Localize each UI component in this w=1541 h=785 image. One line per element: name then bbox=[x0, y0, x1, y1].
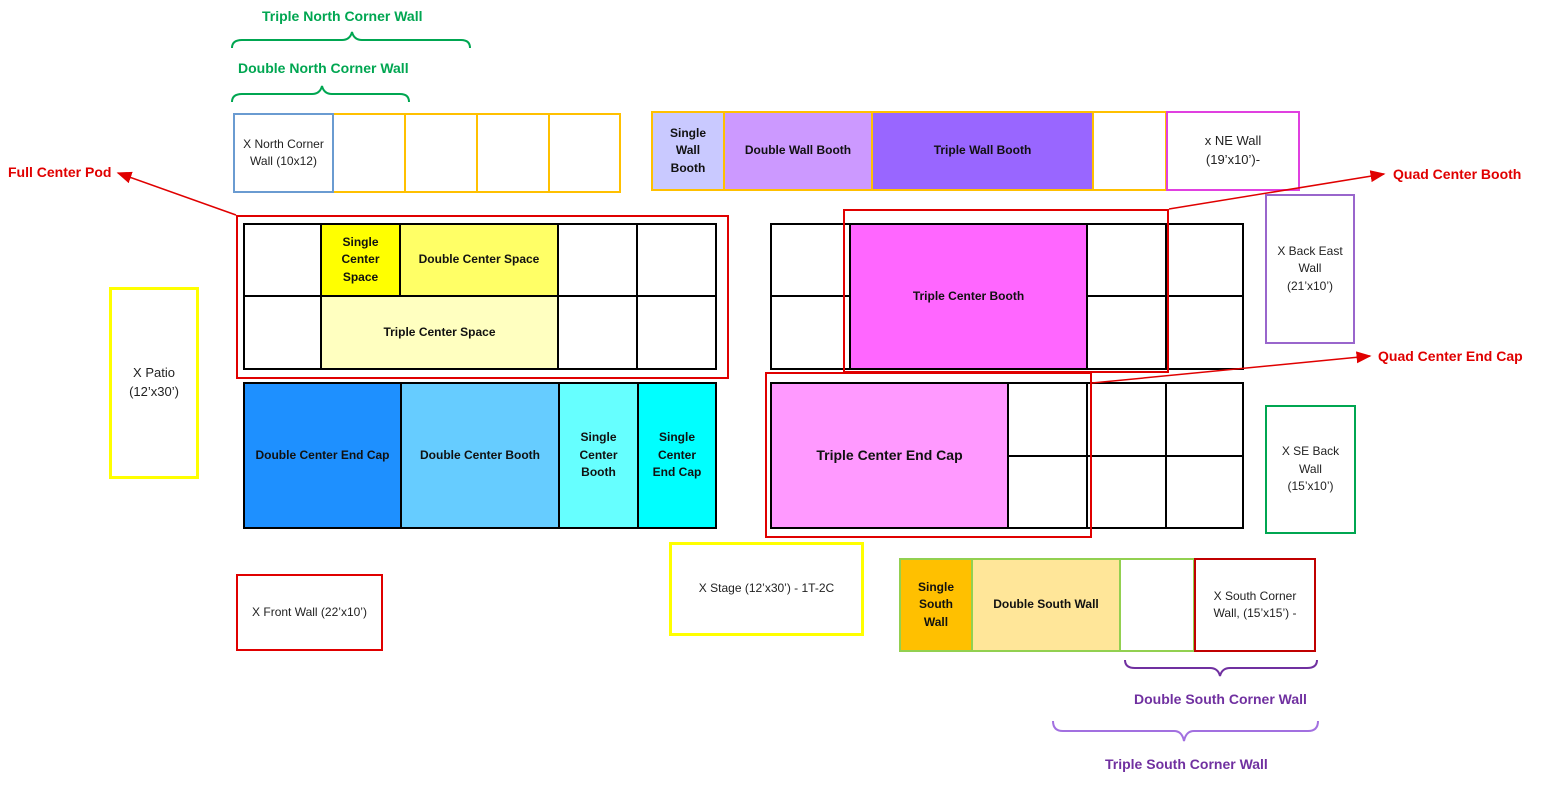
se-back-wall[interactable]: X SE Back Wall (15’x10’) bbox=[1265, 405, 1356, 534]
double-center-booth[interactable]: Double Center Booth bbox=[400, 382, 560, 529]
south-wall-cell[interactable] bbox=[1121, 558, 1195, 652]
single-wall-booth[interactable]: Single Wall Booth bbox=[651, 111, 725, 191]
back-east-wall[interactable]: X Back East Wall (21’x10’) bbox=[1265, 194, 1355, 344]
pod-right-cell-4[interactable] bbox=[1165, 223, 1244, 297]
north-wall-cell-4[interactable] bbox=[550, 113, 621, 193]
north-wall-cell-2[interactable] bbox=[406, 113, 478, 193]
triple-south-corner-wall-label: Triple South Corner Wall bbox=[1105, 756, 1268, 772]
single-center-end-cap[interactable]: Single Center End Cap bbox=[637, 382, 717, 529]
full-center-pod-outline bbox=[236, 215, 729, 379]
north-east-cell[interactable] bbox=[1094, 111, 1167, 191]
quad-center-booth-outline bbox=[843, 209, 1169, 373]
full-center-pod-arrow bbox=[116, 171, 237, 216]
pod-right-end-cell-2[interactable] bbox=[1086, 382, 1167, 457]
double-north-corner-wall-label: Double North Corner Wall bbox=[238, 60, 409, 76]
double-south-corner-wall-label: Double South Corner Wall bbox=[1134, 691, 1307, 707]
quad-center-end-cap-label: Quad Center End Cap bbox=[1378, 348, 1523, 364]
ne-wall[interactable]: x NE Wall (19’x10’)- bbox=[1166, 111, 1300, 191]
single-center-booth[interactable]: Single Center Booth bbox=[558, 382, 639, 529]
front-wall[interactable]: X Front Wall (22’x10’) bbox=[236, 574, 383, 651]
pod-right-end-cell-6[interactable] bbox=[1165, 455, 1244, 529]
quad-center-end-cap-outline bbox=[765, 372, 1092, 538]
south-corner-wall[interactable]: X South Corner Wall, (15’x15’) - bbox=[1194, 558, 1316, 652]
triple-south-brace bbox=[1052, 720, 1319, 742]
triple-center-end-cap[interactable]: Triple Center End Cap bbox=[770, 382, 1009, 529]
quad-center-booth-label: Quad Center Booth bbox=[1393, 166, 1522, 182]
pod-right-end-cell-3[interactable] bbox=[1165, 382, 1244, 457]
stage[interactable]: X Stage (12’x30’) - 1T-2C bbox=[669, 542, 864, 636]
full-center-pod-label: Full Center Pod bbox=[8, 164, 112, 180]
triple-center-space[interactable]: Triple Center Space bbox=[320, 295, 559, 370]
triple-wall-booth[interactable]: Triple Wall Booth bbox=[873, 111, 1094, 191]
double-south-brace bbox=[1124, 659, 1318, 677]
north-wall-cell-1[interactable] bbox=[334, 113, 406, 193]
single-south-wall[interactable]: Single South Wall bbox=[899, 558, 973, 652]
double-center-space[interactable]: Double Center Space bbox=[399, 223, 559, 297]
pod-right-cell-2[interactable] bbox=[770, 295, 851, 370]
patio[interactable]: X Patio (12’x30’) bbox=[109, 287, 199, 479]
pod-right-end-cell-5[interactable] bbox=[1086, 455, 1167, 529]
double-wall-booth[interactable]: Double Wall Booth bbox=[725, 111, 873, 191]
triple-north-corner-wall-label: Triple North Corner Wall bbox=[262, 8, 423, 24]
double-center-end-cap[interactable]: Double Center End Cap bbox=[243, 382, 402, 529]
pod-right-cell-6[interactable] bbox=[1165, 295, 1244, 370]
double-south-wall[interactable]: Double South Wall bbox=[973, 558, 1121, 652]
pod-left-cell-9[interactable] bbox=[636, 295, 717, 370]
pod-right-cell-1[interactable] bbox=[770, 223, 851, 297]
north-wall-cell-3[interactable] bbox=[478, 113, 550, 193]
double-north-brace bbox=[231, 85, 410, 103]
triple-center-booth[interactable]: Triple Center Booth bbox=[849, 223, 1088, 370]
north-corner-wall[interactable]: X North Corner Wall (10x12) bbox=[233, 113, 334, 193]
triple-north-brace bbox=[231, 31, 471, 49]
